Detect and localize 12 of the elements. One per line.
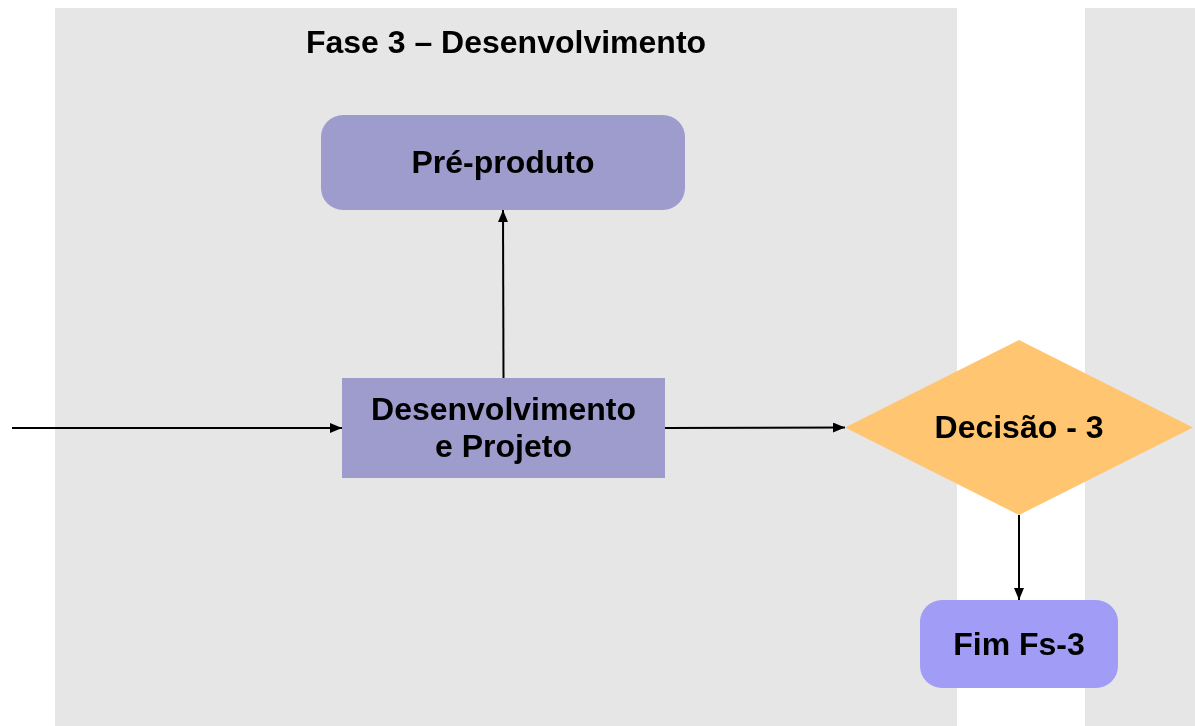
terminal-box [920, 600, 1118, 688]
arrow [1014, 514, 1024, 601]
arrow [498, 209, 509, 379]
process-box [342, 378, 665, 478]
lane-title: Fase 3 – Desenvolvimento [305, 24, 707, 60]
arrow [11, 423, 343, 433]
node-label: Pré-produto [410, 144, 596, 181]
node-label: Fim Fs-3 [952, 625, 1086, 663]
arrow [664, 422, 846, 433]
node-label: Decisão - 3 [933, 409, 1105, 446]
node-label: Desenvolvimento e Projeto [370, 391, 637, 465]
output-box [321, 115, 685, 210]
